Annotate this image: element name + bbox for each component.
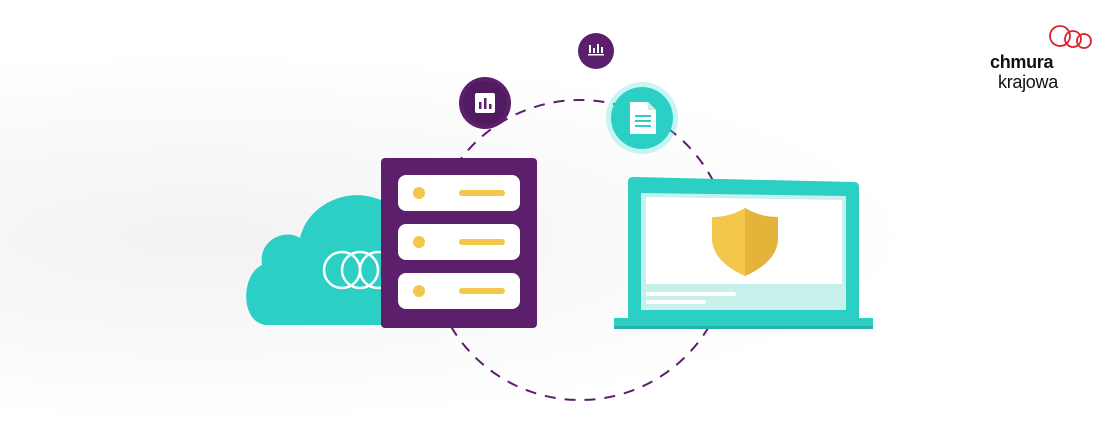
- bar-chart-icon[interactable]: [459, 77, 511, 129]
- document-icon[interactable]: [606, 82, 678, 154]
- server-unit-3: [398, 273, 520, 309]
- brand-logo[interactable]: chmura krajowa: [988, 22, 1098, 97]
- logo-rings-icon: [1049, 25, 1092, 49]
- shield-icon: [712, 208, 778, 276]
- server-icon: [381, 158, 537, 328]
- server-unit-2: [398, 224, 520, 260]
- bar-chart-icon-small[interactable]: [578, 33, 614, 69]
- server-unit-1: [398, 175, 520, 211]
- logo-text-primary: chmura: [990, 52, 1054, 72]
- logo-text-secondary: krajowa: [998, 72, 1058, 92]
